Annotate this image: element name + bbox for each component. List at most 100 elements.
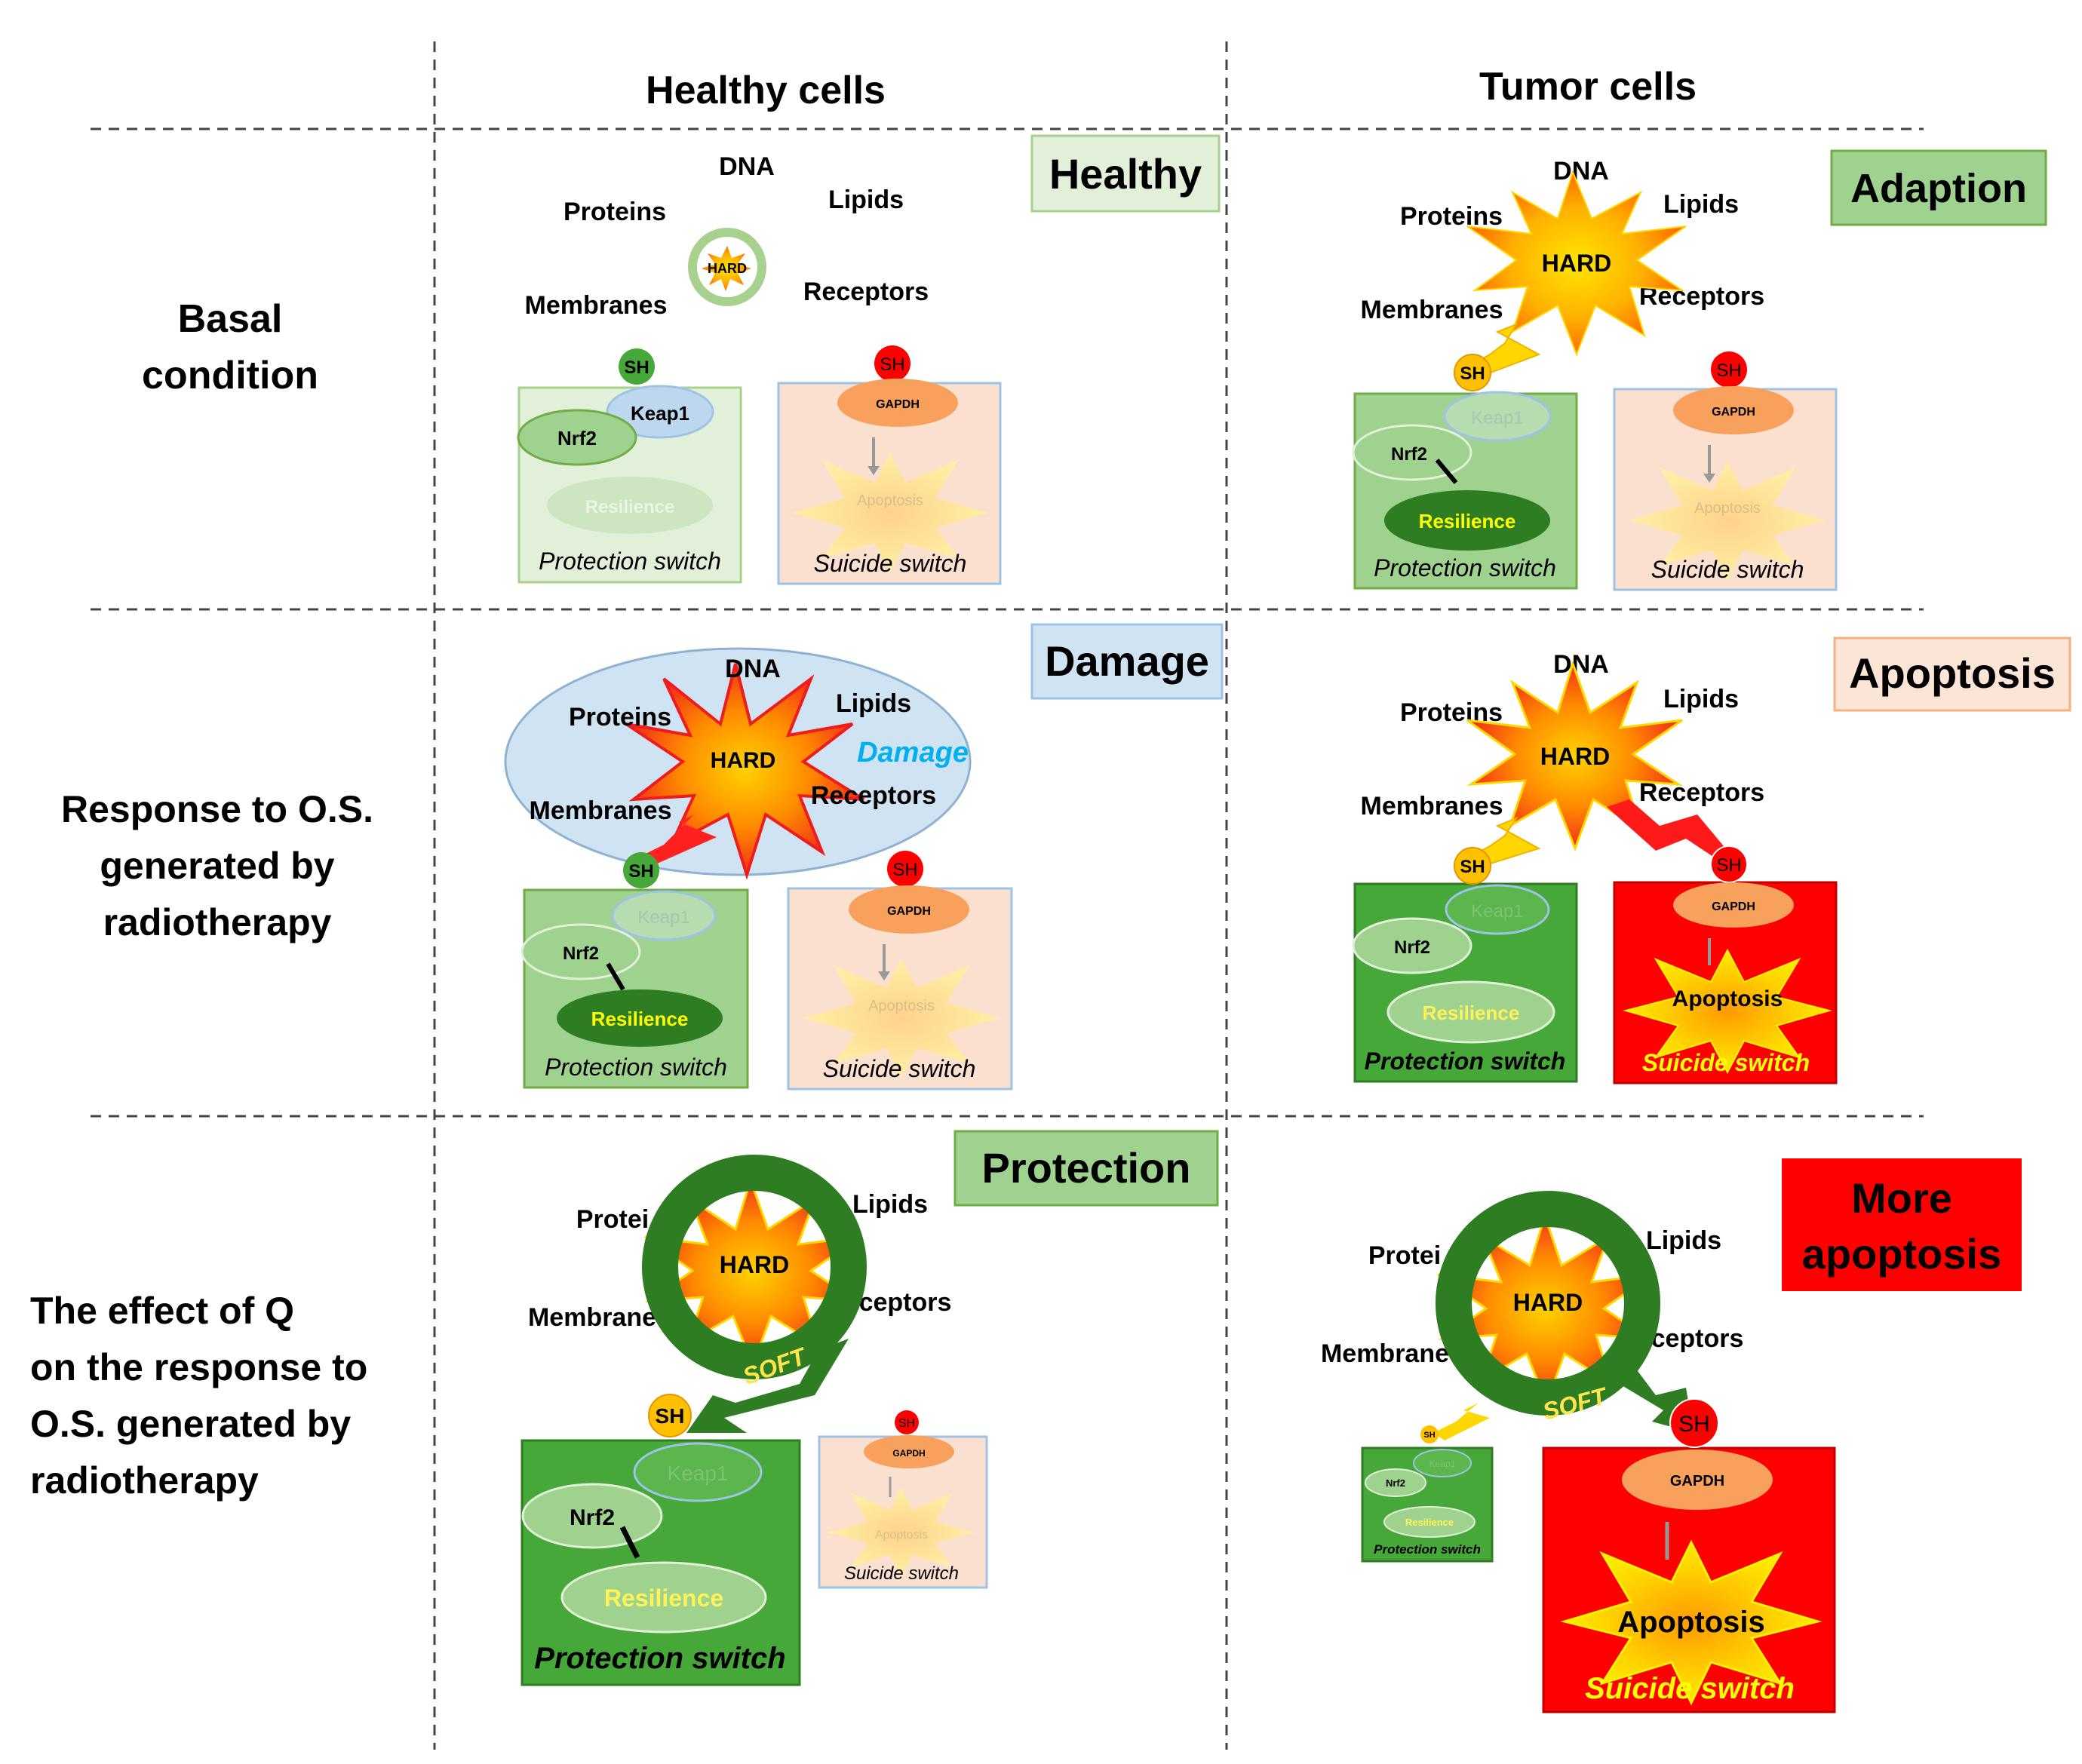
effect-tumor-targets: Protei Lipids Membrane ceptors	[1321, 1226, 1743, 1368]
gapdh-label: GAPDH	[887, 905, 931, 918]
badge-adaption: Adaption	[1830, 149, 2047, 226]
nrf2-label: Nrf2	[1386, 1477, 1405, 1489]
keap1-label: Keap1	[637, 907, 689, 928]
q-ring-healthy: HARD SOFT	[642, 1155, 867, 1433]
badge-adaption-label: Adaption	[1850, 166, 2027, 211]
suicide-switch-label: Suicide switch	[823, 1055, 976, 1082]
hard-label: HARD	[711, 748, 776, 773]
suicide-switch-label: Suicide switch	[1585, 1672, 1795, 1705]
apoptosis-label: Apoptosis	[1694, 500, 1761, 517]
suicide-switch-basal-tumor: SH GAPDH Apoptosis Suicide switch	[1613, 351, 1838, 591]
basal-healthy-targets: DNA Proteins Lipids Membranes Receptors	[525, 152, 929, 320]
row-label-line: radiotherapy	[30, 1459, 259, 1502]
resilience-label: Resilience	[591, 1008, 689, 1030]
nrf2-label: Nrf2	[563, 943, 599, 964]
damage-word: Damage	[857, 737, 969, 768]
badge-protection: Protection	[953, 1130, 1219, 1207]
suicide-switch-response-healthy: SH GAPDH Apoptosis Suicide switch	[787, 851, 1013, 1091]
badge-more-apoptosis-line1: More	[1851, 1174, 1952, 1222]
gapdh-label: GAPDH	[876, 398, 920, 411]
hard-label: HARD	[720, 1251, 789, 1278]
badge-more-apoptosis-line2: apoptosis	[1802, 1230, 2001, 1278]
gapdh-label: GAPDH	[1712, 900, 1755, 913]
badge-apoptosis: Apoptosis	[1833, 637, 2071, 712]
response-healthy-targets: DNA Proteins Lipids Membranes Receptors	[530, 655, 937, 825]
row-label-line: Basal	[178, 297, 283, 341]
sh-label: SH	[1423, 1431, 1435, 1440]
sh-label: SH	[880, 354, 904, 375]
suicide-switch-label: Suicide switch	[844, 1563, 959, 1584]
keap1-label: Keap1	[1429, 1459, 1456, 1469]
apoptosis-label: Apoptosis	[857, 492, 923, 509]
badge-damage-label: Damage	[1045, 637, 1209, 685]
protection-switch-response-tumor: SH Keap1 Nrf2 Resilience Protection swit…	[1352, 847, 1578, 1083]
protection-switch-label: Protection switch	[534, 1642, 785, 1675]
hard-label: HARD	[1540, 743, 1610, 770]
badge-damage: Damage	[1030, 623, 1224, 700]
target-dna: DNA	[1553, 157, 1609, 186]
nrf2-label: Nrf2	[570, 1505, 615, 1530]
target-dna: DNA	[1553, 650, 1609, 679]
row-label-effect: The effect of Q on the response to O.S. …	[30, 1290, 367, 1502]
suicide-switch-label: Suicide switch	[1651, 556, 1804, 583]
apoptosis-label: Apoptosis	[875, 1529, 928, 1542]
protection-switch-label: Protection switch	[1374, 554, 1556, 581]
target-receptors: Receptors	[803, 278, 929, 306]
nrf2-label: Nrf2	[1391, 444, 1427, 465]
hard-star-response-tumor: HARD	[1461, 660, 1735, 869]
apoptosis-label: Apoptosis	[1617, 1606, 1765, 1639]
badge-protection-label: Protection	[982, 1144, 1191, 1192]
protection-switch-basal-tumor: SH Keap1 Nrf2 Resilience Protection swit…	[1352, 354, 1578, 590]
resilience-label: Resilience	[1419, 510, 1516, 532]
protection-switch-response-healthy: SH Keap1 Nrf2 Resilience Protection swit…	[520, 852, 749, 1089]
resilience-label: Resilience	[604, 1585, 723, 1612]
resilience-label: Resilience	[1405, 1517, 1454, 1528]
row-label-line: condition	[142, 354, 318, 397]
target-proteins: Protei	[1368, 1241, 1441, 1270]
sh-label: SH	[898, 1417, 915, 1430]
gapdh-label: GAPDH	[1670, 1473, 1724, 1489]
badge-healthy-label: Healthy	[1049, 150, 1202, 198]
target-receptors: ceptors	[859, 1288, 952, 1317]
sh-label: SH	[656, 1404, 685, 1428]
target-proteins: Proteins	[1400, 202, 1503, 231]
protection-switch-label: Protection switch	[1374, 1542, 1481, 1557]
damage-cloud: HARD Damage	[504, 647, 972, 880]
protection-switch-effect-healthy: SH Keap1 Nrf2 Resilience Protection swit…	[520, 1394, 801, 1686]
row-label-basal: Basal condition	[142, 297, 318, 397]
sh-label: SH	[628, 861, 653, 882]
row-label-line: radiotherapy	[103, 901, 332, 943]
hard-label: HARD	[1542, 250, 1611, 277]
column-header-healthy: Healthy cells	[646, 69, 886, 112]
target-dna: DNA	[725, 655, 781, 683]
suicide-switch-label: Suicide switch	[814, 550, 967, 577]
suicide-switch-label: Suicide switch	[1642, 1049, 1810, 1076]
sh-label: SH	[892, 860, 917, 880]
effect-healthy-targets: Protei Lipids Membrane ceptors	[528, 1190, 951, 1332]
sh-label: SH	[1716, 360, 1741, 381]
sh-label: SH	[624, 357, 649, 378]
sh-label: SH	[1678, 1412, 1710, 1437]
apoptosis-label: Apoptosis	[1672, 986, 1783, 1011]
target-proteins: Proteins	[569, 703, 671, 732]
nrf2-label: Nrf2	[557, 427, 597, 449]
protection-switch-label: Protection switch	[1365, 1048, 1566, 1075]
sh-label: SH	[1460, 364, 1485, 384]
target-receptors: ceptors	[1651, 1324, 1744, 1353]
gapdh-label: GAPDH	[1712, 406, 1755, 419]
badge-more-apoptosis: More apoptosis	[1782, 1158, 2022, 1291]
response-tumor-targets: DNA Proteins Lipids Membranes Receptors	[1361, 650, 1765, 821]
row-label-line: The effect of Q	[30, 1290, 294, 1332]
target-lipids: Lipids	[852, 1190, 928, 1219]
row-label-line: generated by	[100, 845, 334, 887]
row-label-line: on the response to	[30, 1346, 367, 1388]
target-receptors: Receptors	[811, 781, 936, 810]
keap1-label: Keap1	[1471, 901, 1523, 922]
apoptosis-label: Apoptosis	[868, 998, 935, 1014]
row-label-line: O.S. generated by	[30, 1403, 351, 1445]
target-lipids: Lipids	[1663, 190, 1739, 219]
target-proteins: Protei	[576, 1205, 649, 1234]
target-membranes: Membranes	[530, 796, 672, 825]
badge-healthy: Healthy	[1030, 134, 1221, 213]
